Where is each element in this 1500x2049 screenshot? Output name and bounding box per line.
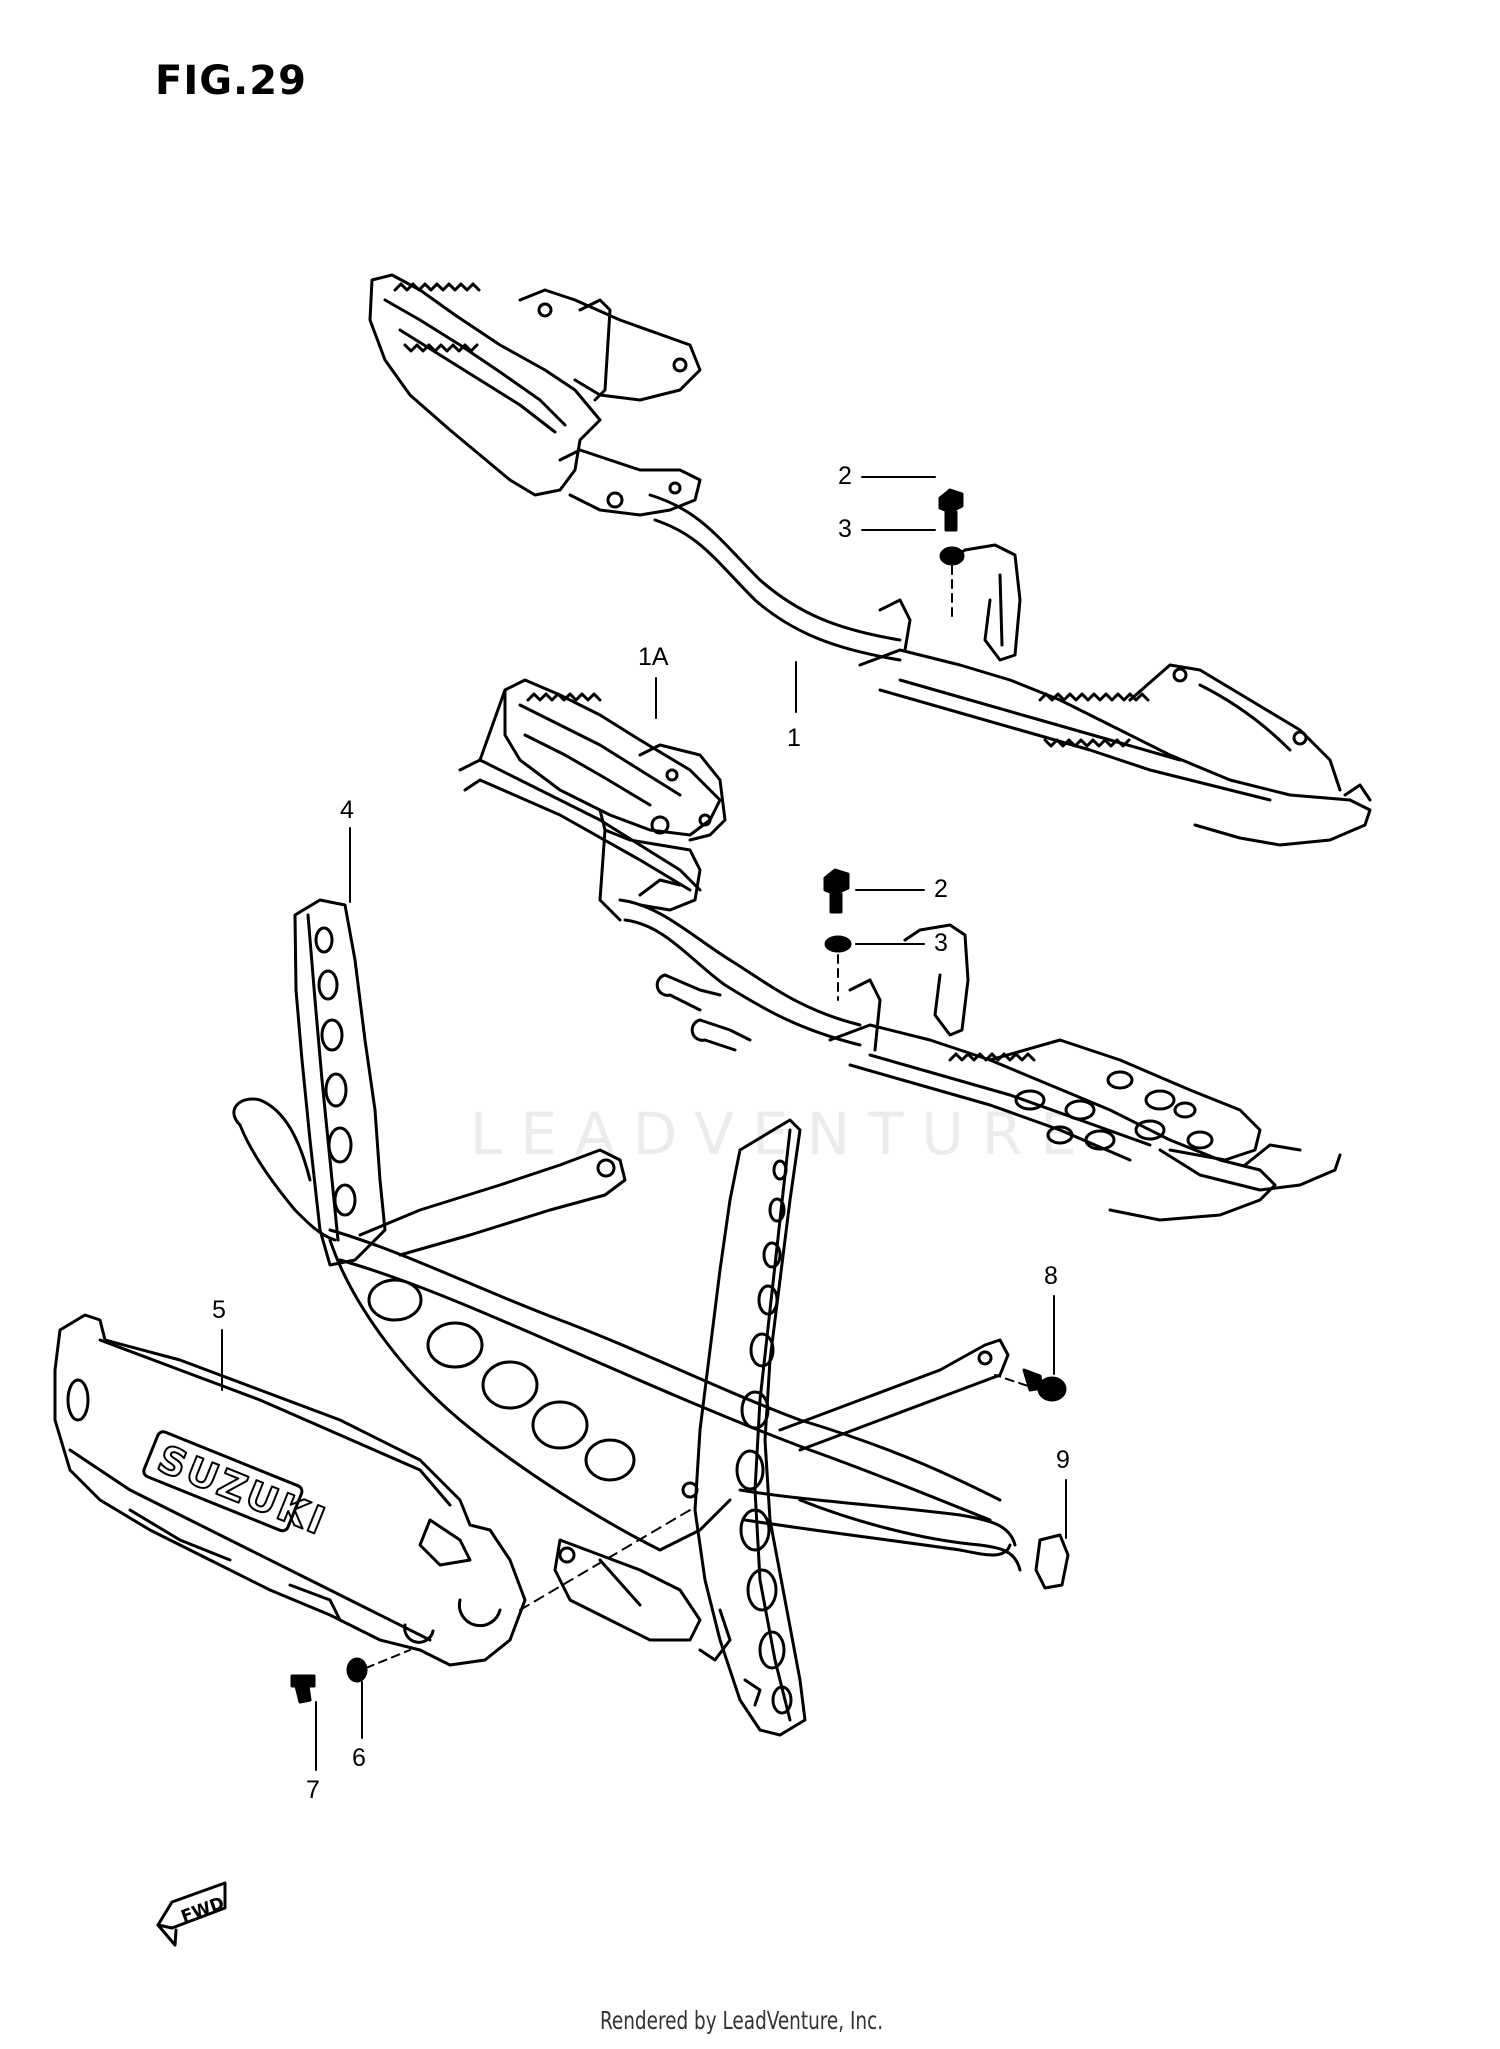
callout-7: 7 — [306, 1776, 320, 1804]
washer-skid-plate — [348, 1659, 366, 1681]
frame-guard — [234, 900, 1020, 1735]
bolt-skid-plate — [292, 1676, 314, 1702]
leader-lines — [222, 477, 1066, 1770]
callout-2-lower: 2 — [934, 875, 948, 903]
footer-credit: Rendered by LeadVenture, Inc. — [600, 2006, 884, 2035]
bolt-lower — [825, 870, 848, 912]
callout-8: 8 — [1044, 1262, 1058, 1290]
forward-arrow-icon: FWD — [158, 1883, 227, 1945]
callout-3-lower: 3 — [934, 929, 948, 957]
callout-1a: 1A — [638, 643, 669, 671]
figure-title: FIG.29 — [155, 58, 307, 104]
callout-9: 9 — [1056, 1446, 1070, 1474]
callout-5: 5 — [212, 1296, 226, 1324]
bolt-frame — [1024, 1370, 1065, 1400]
callout-4: 4 — [340, 796, 354, 824]
washer-upper — [941, 548, 963, 564]
callout-1: 1 — [787, 724, 801, 752]
callout-3-upper: 3 — [838, 515, 852, 543]
footrest-lower — [460, 680, 1340, 1220]
callout-2-upper: 2 — [838, 462, 852, 490]
washer-lower — [826, 937, 850, 951]
footrest-upper — [370, 275, 1370, 845]
bolt-upper — [940, 490, 962, 530]
callout-6: 6 — [352, 1744, 366, 1772]
watermark: LEADVENTURE — [470, 1100, 1095, 1168]
cap — [1036, 1535, 1068, 1588]
